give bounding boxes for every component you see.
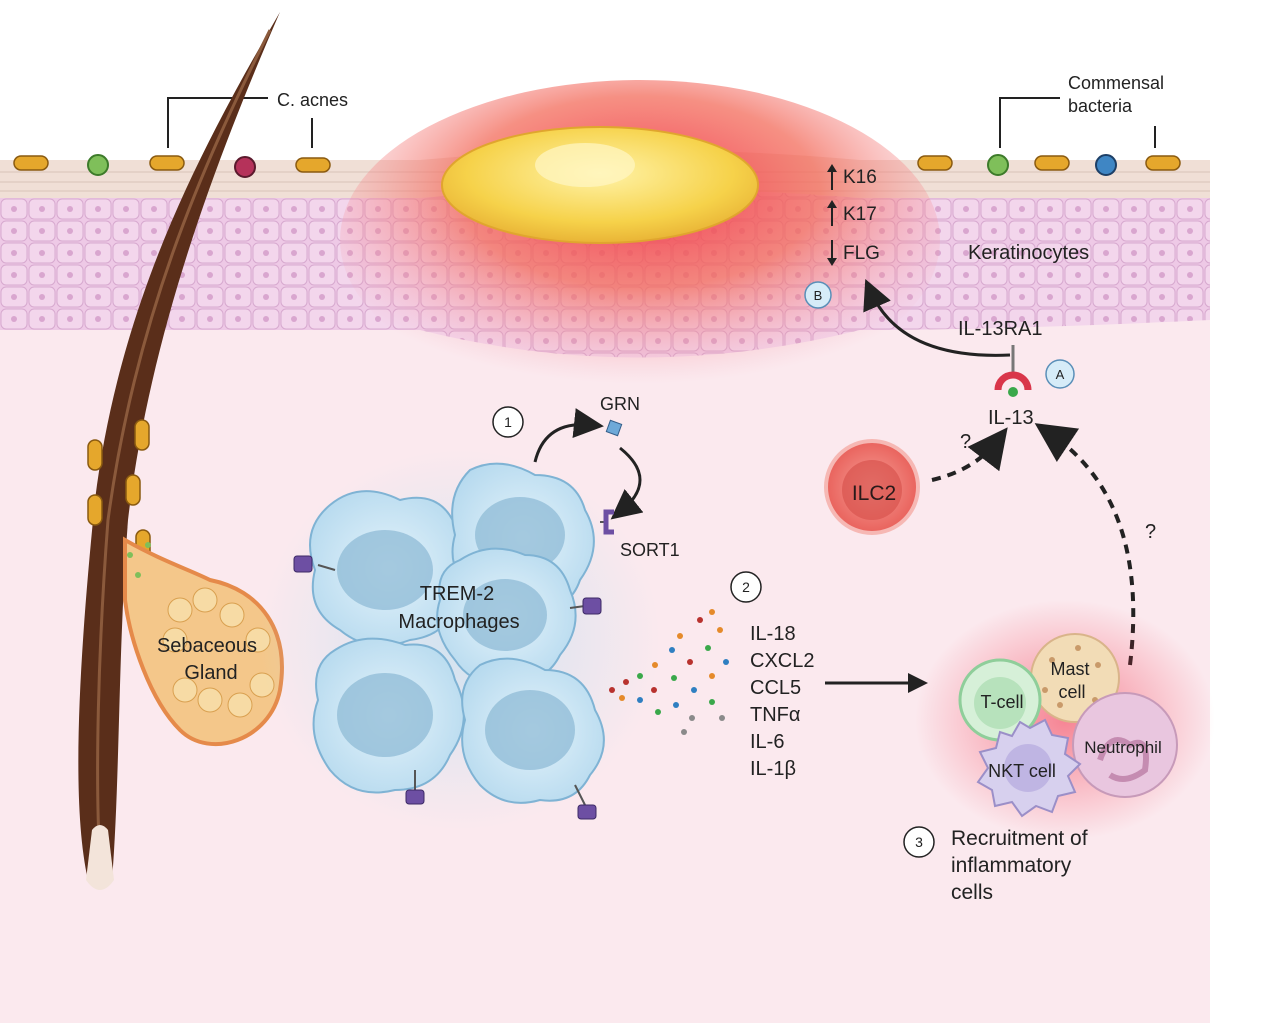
k16-label: K16 xyxy=(843,167,877,188)
trem2-label-line2: Macrophages xyxy=(398,611,519,633)
step-1-badge xyxy=(492,406,524,438)
down-arrow-icon xyxy=(827,240,837,266)
k17-label: K17 xyxy=(843,204,877,225)
coccus-green xyxy=(87,154,109,176)
recruitment-label-line3: cells xyxy=(951,881,993,904)
ilc2-to-il13-arrow xyxy=(931,427,1008,482)
commensal-label-line1: Commensal xyxy=(1068,73,1164,93)
keratinocytes-label: Keratinocytes xyxy=(968,242,1089,264)
trem2-receptors xyxy=(293,555,602,820)
recruitment-arrowhead xyxy=(908,673,928,693)
trem2-macrophages xyxy=(309,462,605,804)
sort1-receptor xyxy=(603,509,614,535)
coccus-blue xyxy=(1095,154,1117,176)
marker-a-label: A xyxy=(1056,367,1065,382)
pustule-highlight xyxy=(535,143,635,187)
ilc2-label: ILC2 xyxy=(852,482,896,505)
c-acnes-rod xyxy=(13,155,49,171)
macrophage-cell xyxy=(461,657,605,804)
c-acnes-rod xyxy=(295,157,331,173)
nkt-cell-nucleus xyxy=(1004,744,1052,792)
grn-label: GRN xyxy=(600,394,640,414)
cytokine-label: IL-1β xyxy=(750,758,796,780)
macrophage-cell xyxy=(312,637,465,794)
neutrophil-label: Neutrophil xyxy=(1084,738,1162,757)
step-2-badge xyxy=(730,571,762,603)
sebocyte-cells xyxy=(162,587,275,718)
il13ra1-label: IL-13RA1 xyxy=(958,318,1043,340)
up-arrow-icon xyxy=(827,164,837,190)
bacteria-rod xyxy=(1145,155,1181,171)
c-acnes-rod xyxy=(149,155,185,171)
il13-ligand xyxy=(1008,387,1018,397)
grn-sort1-arrow xyxy=(610,446,644,520)
nkt-label: NKT cell xyxy=(988,761,1056,781)
gland-green-dots xyxy=(127,542,151,578)
inflammatory-question-mark: ? xyxy=(1145,521,1156,543)
commensal-bracket xyxy=(999,97,1156,148)
recruitment-label-line1: Recruitment of xyxy=(951,827,1088,850)
cytokine-particles xyxy=(609,609,729,735)
tcell-label: T-cell xyxy=(980,692,1023,712)
coccus-purple xyxy=(234,156,256,178)
cytokine-label: IL-18 xyxy=(750,623,796,645)
commensal-label-line2: bacteria xyxy=(1068,96,1133,116)
cytokine-label: IL-6 xyxy=(750,731,784,753)
neutrophil-nucleus xyxy=(1097,737,1149,782)
il13ra1-signal-arrow xyxy=(863,278,1011,357)
ilc2-question-mark: ? xyxy=(960,431,971,453)
ilc2-nucleus xyxy=(842,460,902,520)
step-2-label: 2 xyxy=(742,579,750,595)
il13ra1-receptor xyxy=(994,371,1032,391)
sort1-label: SORT1 xyxy=(620,540,680,560)
marker-a xyxy=(1045,359,1075,389)
coccus-green xyxy=(987,154,1009,176)
trem2-label-line1: TREM-2 xyxy=(420,583,494,605)
cytokine-label: CCL5 xyxy=(750,677,801,699)
marker-b xyxy=(804,281,832,309)
mast-label-line2: cell xyxy=(1058,682,1085,702)
bacteria-rod xyxy=(1034,155,1070,171)
up-arrow-icon xyxy=(827,200,837,226)
t-cell-nucleus xyxy=(974,677,1026,729)
step-1-label: 1 xyxy=(504,414,512,430)
bacteria-rod xyxy=(917,155,953,171)
grn-secretion-arrow xyxy=(533,408,604,463)
sebaceous-label-line1: Sebaceous xyxy=(157,635,257,657)
il13-label: IL-13 xyxy=(988,407,1034,429)
grn-protein xyxy=(605,419,623,437)
cytokine-label: CXCL2 xyxy=(750,650,814,672)
recruitment-label-line2: inflammatory xyxy=(951,854,1072,877)
cytokine-label: TNFα xyxy=(750,704,800,726)
step-3-label: 3 xyxy=(915,834,923,850)
hair-bulb xyxy=(86,825,114,890)
macrophage-cell xyxy=(436,547,577,684)
flg-label: FLG xyxy=(843,243,880,264)
marker-b-label: B xyxy=(814,288,823,303)
step-3-badge xyxy=(903,826,935,858)
c-acnes-label: C. acnes xyxy=(277,90,348,110)
surface-bacteria xyxy=(13,154,1181,178)
hair-highlight xyxy=(96,29,272,861)
mast-label-line1: Mast xyxy=(1050,659,1089,679)
sebaceous-label-line2: Gland xyxy=(184,662,237,684)
